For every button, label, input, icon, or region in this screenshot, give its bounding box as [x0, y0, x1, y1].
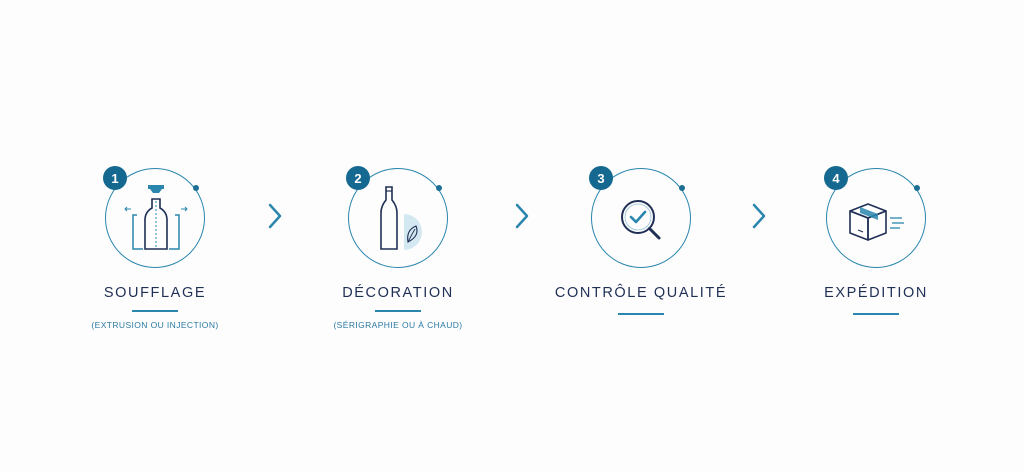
step-title: EXPÉDITION [824, 285, 928, 301]
step-subtitle: (SÉRIGRAPHIE OU À CHAUD) [333, 320, 463, 330]
title-underline [375, 310, 421, 312]
magnifier-check-icon [621, 200, 661, 240]
bottle-mold-icon [124, 185, 188, 250]
step-number-badge: 3 [589, 166, 613, 190]
step-title: CONTRÔLE QUALITÉ [554, 285, 728, 301]
title-underline [618, 313, 664, 315]
step-subtitle: (EXTRUSION OU INJECTION) [91, 320, 219, 330]
shipping-box-icon [849, 203, 904, 241]
ring-dot [914, 185, 920, 191]
step-number-badge: 1 [103, 166, 127, 190]
chevron-right-icon [268, 203, 282, 229]
ring-dot [193, 185, 199, 191]
title-underline [853, 313, 899, 315]
step-ring [591, 168, 691, 268]
step-title: SOUFFLAGE [103, 285, 207, 301]
step-number-badge: 2 [346, 166, 370, 190]
step-ring [105, 168, 205, 268]
step-ring [348, 168, 448, 268]
bottle-leaf-icon [380, 186, 422, 250]
ring-dot [436, 185, 442, 191]
chevron-right-icon [752, 203, 766, 229]
chevron-right-icon [515, 203, 529, 229]
step-ring [826, 168, 926, 268]
step-number-badge: 4 [824, 166, 848, 190]
step-title: DÉCORATION [342, 285, 454, 301]
title-underline [132, 310, 178, 312]
ring-dot [679, 185, 685, 191]
